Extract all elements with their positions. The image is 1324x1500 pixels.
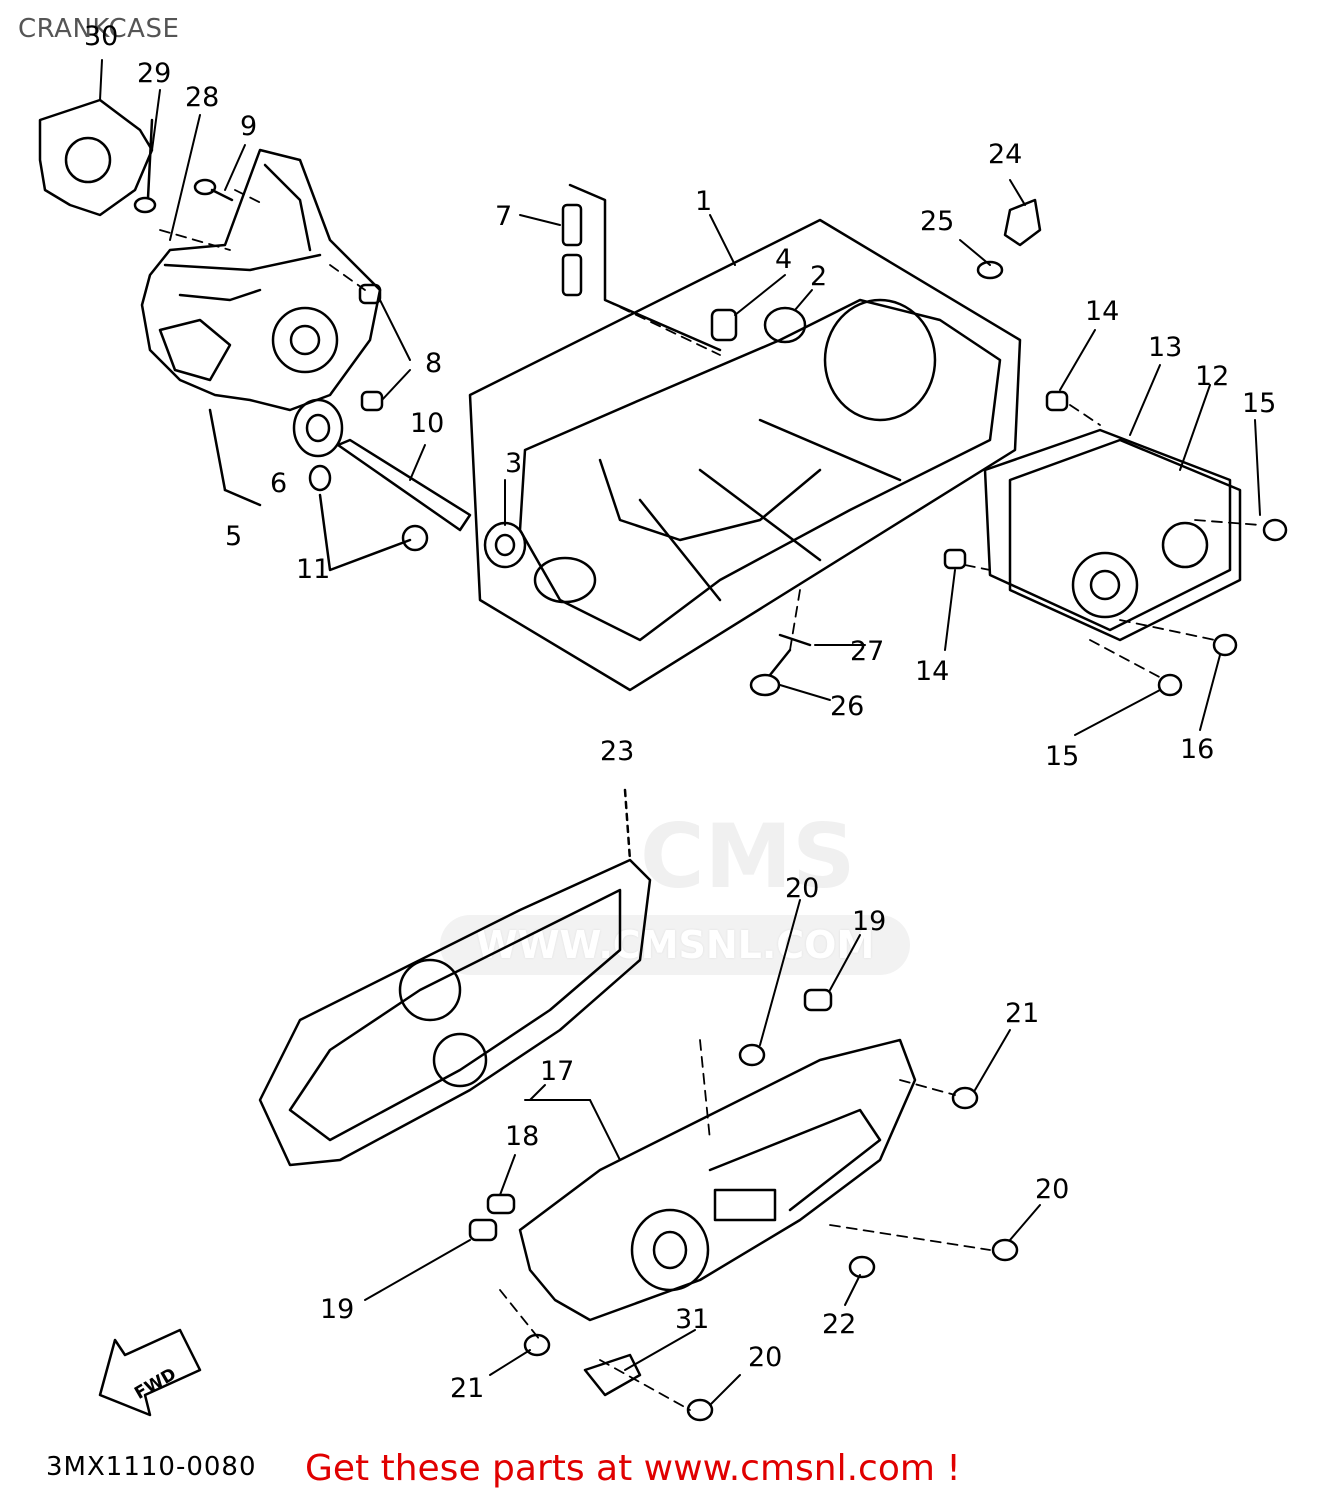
callout-8: 8 <box>425 348 442 379</box>
callout-14b: 14 <box>915 656 949 687</box>
part-14-dowel <box>943 390 1069 570</box>
callout-2: 2 <box>810 261 827 292</box>
part-23-gasket <box>258 788 652 1167</box>
callout-20a: 20 <box>785 873 819 904</box>
part-5-left-crankcase <box>140 148 382 507</box>
callout-17: 17 <box>540 1056 574 1087</box>
leader-lines <box>99 59 1261 1406</box>
part-11-seal <box>308 464 429 572</box>
part-10-shaft <box>336 438 472 532</box>
callout-16: 16 <box>1180 734 1214 765</box>
callout-6: 6 <box>270 468 287 499</box>
part-19-dowel <box>468 988 833 1242</box>
promo-link[interactable]: Get these parts at www.cmsnl.com ! <box>305 1448 961 1489</box>
callout-1: 1 <box>695 186 712 217</box>
part-30-plate <box>38 98 154 217</box>
callouts: 30 29 28 9 8 10 6 5 11 7 1 4 2 3 24 25 1… <box>84 21 1276 1404</box>
part-12-cover <box>1008 438 1242 642</box>
fwd-arrow-icon <box>98 1328 202 1417</box>
callout-27: 27 <box>850 636 884 667</box>
part-3-seal <box>483 521 527 569</box>
part-20-bolt <box>686 1043 1019 1422</box>
callout-23: 23 <box>600 736 634 767</box>
callout-31: 31 <box>675 1304 709 1335</box>
callout-15a: 15 <box>1242 388 1276 419</box>
callout-21a: 21 <box>1005 998 1039 1029</box>
part-13-gasket <box>983 428 1232 632</box>
part-15-bolt <box>1157 518 1288 697</box>
callout-19a: 19 <box>852 906 886 937</box>
fwd-label: FWD <box>131 1364 180 1404</box>
part-22-bolt <box>848 1255 876 1279</box>
part-17-transmission-cover <box>518 1038 917 1322</box>
part-16-bolt <box>1212 633 1238 657</box>
callout-29: 29 <box>137 58 171 89</box>
part-1-crankcase-box <box>468 218 1022 692</box>
callout-11: 11 <box>296 554 330 585</box>
page-title: CRANKCASE <box>18 14 180 44</box>
callout-24: 24 <box>988 139 1022 170</box>
part-24-plug <box>1003 198 1042 247</box>
callout-15b: 15 <box>1045 741 1079 772</box>
watermark-logo: CMS <box>640 805 856 908</box>
part-31-clamp <box>583 1353 642 1397</box>
part-9-bolt <box>193 178 234 202</box>
callout-19b: 19 <box>320 1294 354 1325</box>
callout-13: 13 <box>1148 332 1182 363</box>
part-25-washer <box>976 260 1004 280</box>
watermark-url: WWW.CMSNL.COM <box>440 915 910 975</box>
callout-4: 4 <box>775 244 792 275</box>
callout-5: 5 <box>225 521 242 552</box>
callout-26: 26 <box>830 691 864 722</box>
part-7-pin <box>561 183 722 352</box>
callout-30: 30 <box>84 21 118 52</box>
part-1-crankcase-body <box>518 298 1002 642</box>
callout-21b: 21 <box>450 1373 484 1404</box>
part-18-dowel <box>486 1193 516 1215</box>
callout-14a: 14 <box>1085 296 1119 327</box>
dashed-alignment-lines <box>159 189 1261 1411</box>
callout-12: 12 <box>1195 361 1229 392</box>
diagram-code: 3MX1110-0080 <box>46 1452 257 1482</box>
part-26-bolt <box>749 648 792 697</box>
callout-28: 28 <box>185 82 219 113</box>
callout-9: 9 <box>240 111 257 142</box>
part-27-clip <box>778 633 812 647</box>
part-21-bolt <box>523 1086 979 1357</box>
part-4-fitting <box>710 308 738 342</box>
callout-25: 25 <box>920 206 954 237</box>
part-29-screw <box>133 118 157 214</box>
callout-18: 18 <box>505 1121 539 1152</box>
callout-7: 7 <box>495 201 512 232</box>
part-2-bushing <box>763 306 807 344</box>
callout-20c: 20 <box>748 1342 782 1373</box>
callout-10: 10 <box>410 408 444 439</box>
part-6-bearing <box>292 398 344 458</box>
callout-20b: 20 <box>1035 1174 1069 1205</box>
callout-3: 3 <box>505 448 522 479</box>
callout-22: 22 <box>822 1309 856 1340</box>
